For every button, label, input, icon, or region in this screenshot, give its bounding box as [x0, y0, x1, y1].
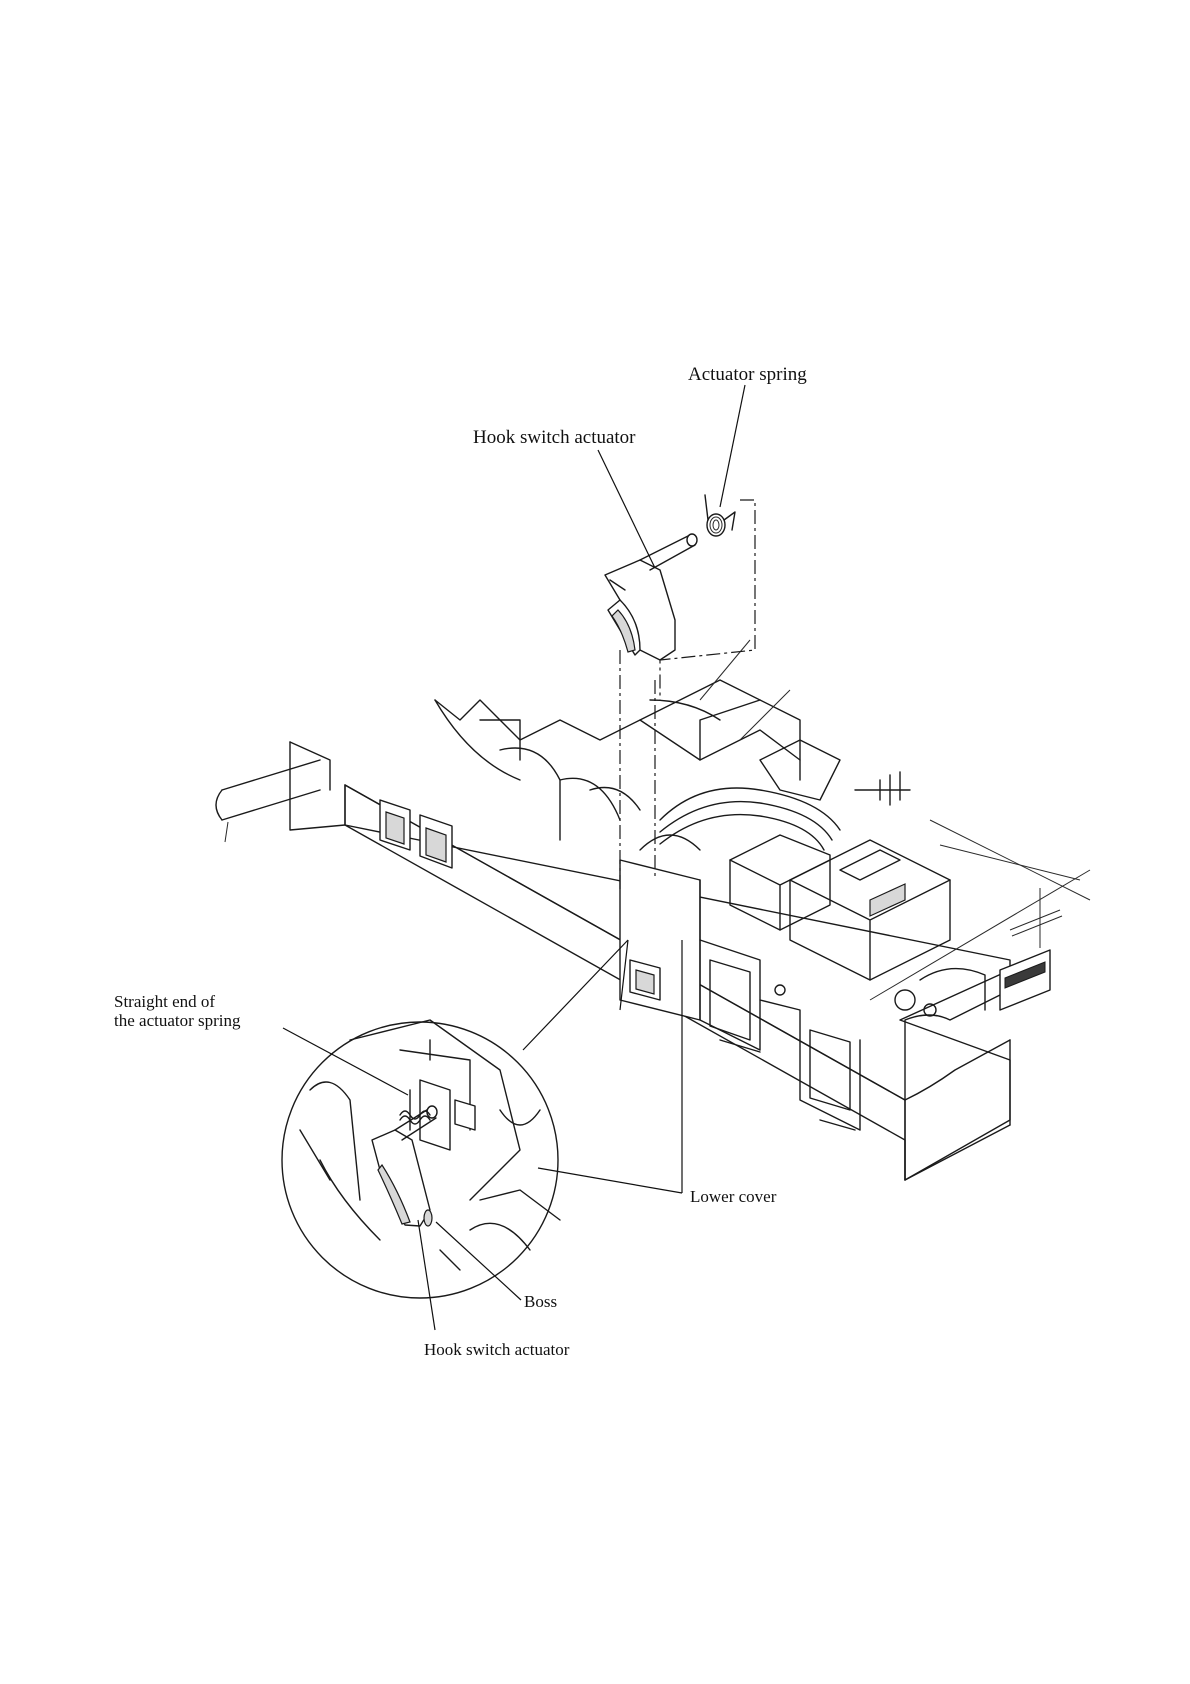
actuator-spring-part [705, 495, 735, 536]
label-hook-switch-actuator-top: Hook switch actuator [473, 428, 636, 448]
detail-magnifier [282, 940, 628, 1298]
label-hook-switch-actuator-bottom: Hook switch actuator [424, 1340, 569, 1359]
label-boss: Boss [524, 1292, 557, 1311]
label-straight-end-line2: the actuator spring [114, 1011, 241, 1030]
label-lower-cover: Lower cover [690, 1187, 776, 1206]
label-straight-end-of-spring: Straight end of the actuator spring [114, 992, 241, 1030]
jack-openings [380, 800, 452, 868]
label-actuator-spring: Actuator spring [688, 365, 807, 385]
hook-switch-actuator-part [605, 534, 697, 660]
label-straight-end-line1: Straight end of [114, 992, 241, 1011]
